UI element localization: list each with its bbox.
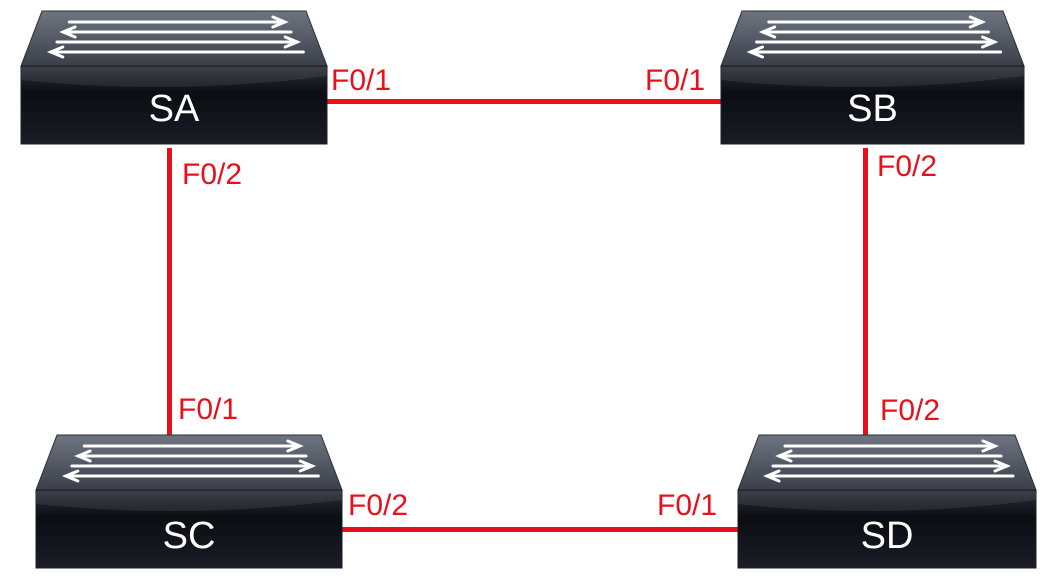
- network-switch-icon: [20, 10, 328, 145]
- link-sc-sd: [340, 527, 740, 532]
- switch-front-face: [720, 65, 1025, 145]
- port-label-sb-f0-2: F0/2: [877, 150, 938, 183]
- switch-label: SC: [162, 515, 216, 557]
- port-label-sc-f0-1: F0/1: [178, 393, 239, 426]
- switch-label: SB: [847, 88, 898, 130]
- network-switch-icon: [35, 434, 343, 569]
- bidirectional-arrows-icon: [763, 439, 1015, 483]
- port-label-sc-f0-2: F0/2: [348, 489, 409, 522]
- switch-sc[interactable]: SC: [35, 434, 343, 570]
- port-label-sb-f0-1: F0/1: [645, 64, 706, 97]
- port-label-sd-f0-1: F0/1: [657, 489, 718, 522]
- switch-sb[interactable]: SB: [720, 10, 1025, 146]
- port-label-sd-f0-2: F0/2: [880, 394, 941, 427]
- bidirectional-arrows-icon: [61, 439, 320, 483]
- switch-sa[interactable]: SA: [20, 10, 328, 146]
- network-switch-icon: [720, 10, 1025, 145]
- network-switch-icon: [737, 434, 1037, 569]
- switch-front-face: [737, 489, 1037, 569]
- link-sa-sc: [167, 148, 172, 438]
- switch-label: SA: [148, 88, 200, 130]
- switch-front-face: [35, 489, 343, 569]
- port-label-sa-f0-1: F0/1: [331, 64, 392, 97]
- link-sa-sb: [325, 99, 725, 104]
- switch-front-face: [20, 65, 328, 145]
- switch-sd[interactable]: SD: [737, 434, 1037, 570]
- bidirectional-arrows-icon: [46, 15, 305, 59]
- bidirectional-arrows-icon: [746, 15, 1003, 59]
- link-sb-sd: [863, 148, 868, 438]
- port-label-sa-f0-2: F0/2: [182, 158, 243, 191]
- switch-label: SD: [860, 515, 914, 557]
